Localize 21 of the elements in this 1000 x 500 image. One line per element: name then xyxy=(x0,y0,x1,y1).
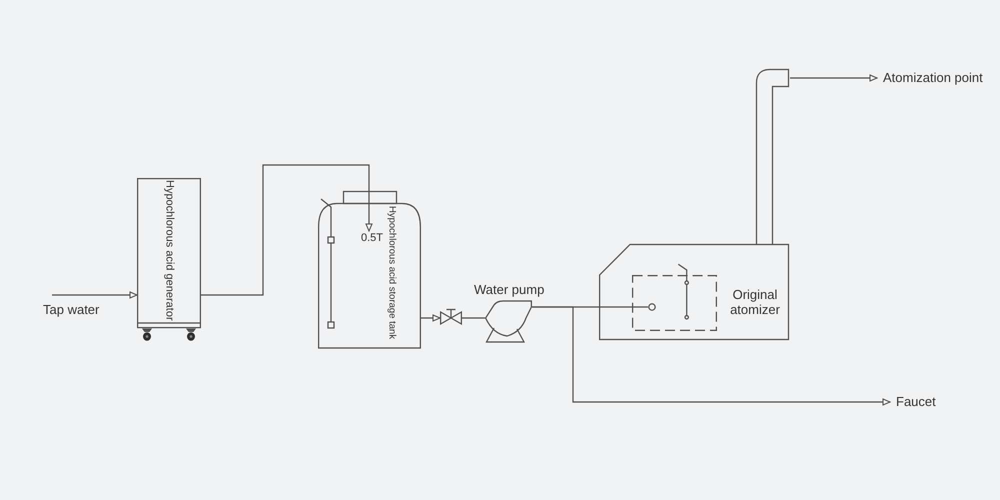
tank-label: Hypochlorous acid storage tank xyxy=(386,206,398,340)
pipe-arrow xyxy=(790,74,878,82)
atomizer-label: Original atomizer xyxy=(729,287,781,317)
pipe-arrow xyxy=(532,306,890,406)
pipe-arrow xyxy=(421,314,440,322)
outlet-label: Faucet xyxy=(890,394,936,410)
cabinet-label: Hypochlorous acid generator xyxy=(162,180,176,321)
pump-symbol xyxy=(485,299,532,343)
valve-symbol xyxy=(440,308,462,325)
inlet-label: Tap water xyxy=(43,302,100,318)
outlet-label: Atomization point xyxy=(877,70,983,86)
level-label: 0.5T xyxy=(361,231,384,245)
pipe-arrow xyxy=(201,164,372,296)
pipe-line xyxy=(462,317,485,319)
pump-label: Water pump xyxy=(474,282,544,298)
dashed-enclosure xyxy=(632,275,717,331)
pipe-arrow xyxy=(52,292,138,298)
port-circle xyxy=(648,303,656,311)
storage-tank xyxy=(318,189,421,349)
generator-cabinet xyxy=(137,178,201,342)
atomizer-housing xyxy=(599,67,790,341)
